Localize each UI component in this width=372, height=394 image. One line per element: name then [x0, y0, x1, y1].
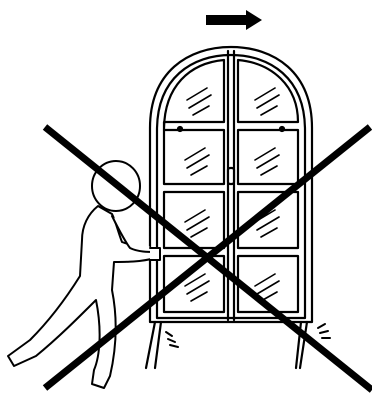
arrow-right-icon: [206, 10, 262, 30]
